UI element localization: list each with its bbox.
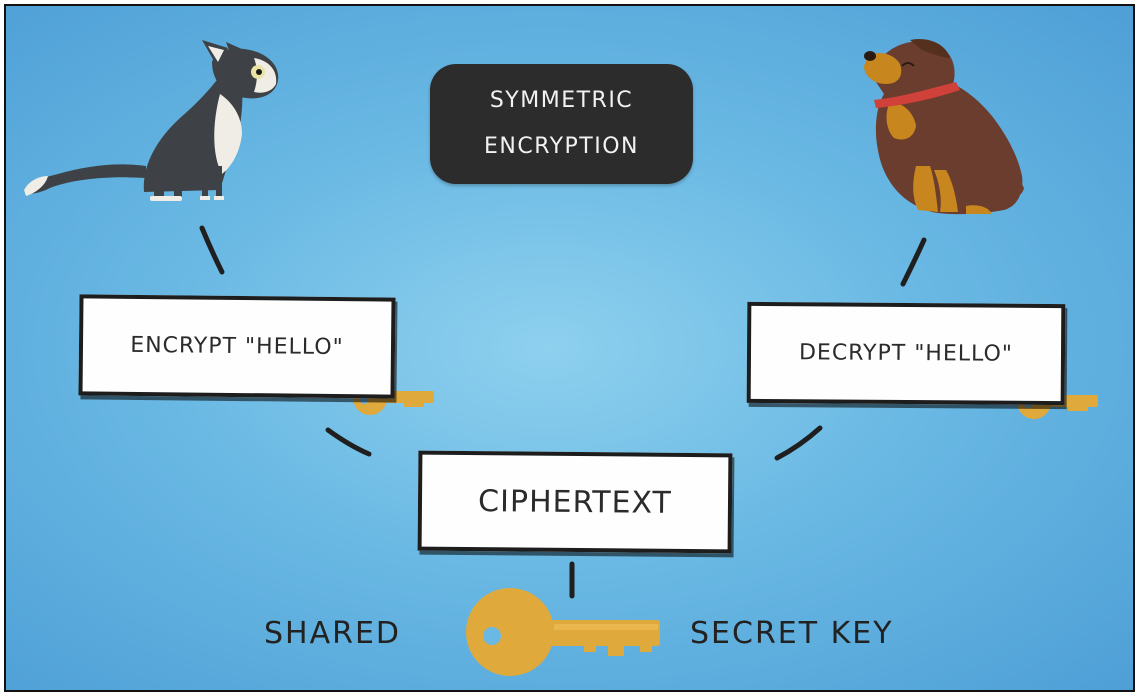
diagram-canvas: SYMMETRIC ENCRYPTION ENCRYPT "HELLO" DEC… — [4, 4, 1135, 692]
title-badge: SYMMETRIC ENCRYPTION — [430, 64, 693, 184]
secret-key-label: SECRET KEY — [690, 616, 894, 651]
title-line-1: SYMMETRIC — [489, 88, 634, 113]
encrypt-card: ENCRYPT "HELLO" — [78, 294, 396, 399]
ciphertext-card: CIPHERTEXT — [417, 450, 733, 554]
connector-decrypt-cipher — [774, 425, 823, 461]
connector-dog-decrypt — [900, 237, 927, 287]
title-line-2: ENCRYPTION — [483, 134, 639, 159]
ciphertext-card-label: CIPHERTEXT — [477, 483, 672, 521]
decrypt-card-label: DECRYPT "HELLO" — [798, 340, 1014, 367]
shared-label: SHARED — [264, 616, 402, 651]
decrypt-card: DECRYPT "HELLO" — [746, 301, 1066, 406]
connector-encrypt-cipher — [325, 427, 372, 457]
encrypt-card-label: ENCRYPT "HELLO" — [130, 332, 344, 361]
connector-cat-encrypt — [199, 225, 225, 275]
dog-icon — [864, 38, 1024, 215]
cat-icon — [24, 40, 279, 201]
diagram-graphics — [24, 38, 1098, 676]
key-icon — [466, 588, 660, 676]
